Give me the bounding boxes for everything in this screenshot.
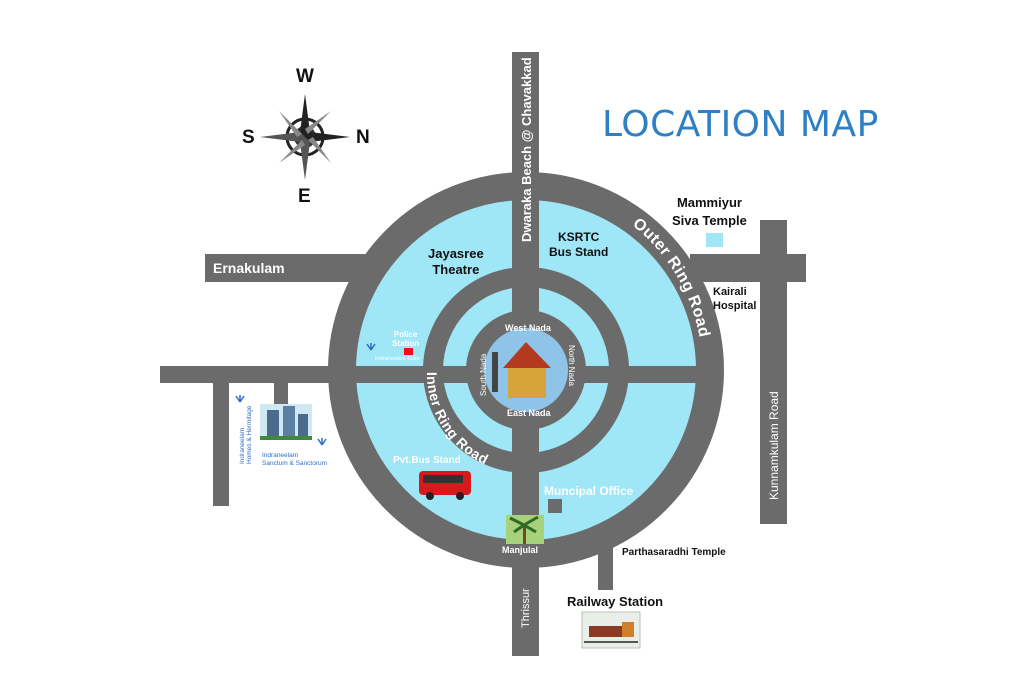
police-line1: Police (393, 330, 418, 339)
homes-label-line1: Indraneelam (239, 428, 246, 464)
ksrtc-line2: Bus Stand (549, 245, 609, 259)
compass-east-letter: E (298, 186, 311, 207)
east-nada-label: East Nada (507, 408, 551, 418)
police-station-marker (404, 348, 413, 355)
parthasaradhi-label: Parthasaradhi Temple (622, 547, 726, 558)
kairali-label: Kairali Hospital (713, 285, 756, 313)
homes-branch-road (213, 383, 229, 506)
compass-rose-icon (260, 94, 350, 180)
muncipal-office-marker (548, 499, 562, 513)
indraneelam-sanctum-logo-icon (317, 438, 327, 446)
mammiyur-marker (706, 233, 723, 247)
west-nada-label: West Nada (505, 323, 551, 333)
east-road-label: Kunnamkulam Road (767, 391, 781, 500)
ernakulam-label: Ernakulam (213, 260, 285, 276)
north-road-label: Dwaraka Beach @ Chavakkad (519, 57, 534, 242)
indraneelam-homes-logo-icon (235, 395, 245, 403)
mammiyur-line1: Mammiyur (676, 195, 742, 210)
jayasree-line1: Jayasree (428, 246, 484, 261)
ksrtc-line1: KSRTC (558, 230, 600, 244)
temple-pillar (492, 352, 498, 392)
compass-west-letter: W (296, 66, 314, 87)
mammiyur-road (690, 254, 806, 282)
homes-label-line2: Homes & Hermitage (246, 405, 253, 464)
sanctum-buildings-image (260, 404, 312, 440)
sanctum-branch-road (274, 383, 288, 405)
temple-body (508, 368, 546, 398)
temple-roof (503, 342, 551, 368)
south-nada-label: South Nada (479, 353, 488, 396)
ksrtc-label: KSRTC Bus Stand (549, 230, 608, 260)
muncipal-office-label: Muncipal Office (544, 484, 634, 498)
mammiyur-line2: Siva Temple (672, 213, 747, 228)
indraneelam-suite-logo-icon (366, 343, 376, 351)
train-image (581, 611, 641, 649)
railway-station-label: Railway Station (567, 594, 664, 609)
west-road (160, 366, 370, 383)
kairali-line2: Hospital (713, 300, 757, 312)
indraneelam-suite-label: Indraneelam Suite (375, 356, 420, 362)
manjulal-label: Manjulal (502, 545, 539, 555)
sanctum-label: Indraneelam Sanctum & Sanctorum (262, 452, 327, 468)
kunnamkulam-road-bar (760, 220, 787, 524)
kairali-line1: Kairali (713, 286, 747, 298)
bus-icon (419, 471, 471, 500)
police-station-label: Police Station (392, 330, 419, 348)
jayasree-line2: Theatre (432, 262, 480, 277)
north-nada-label: North Nada (567, 345, 576, 386)
sanctum-line2: Sanctum & Sanctorum (262, 460, 328, 467)
manjulal-palm-image (506, 515, 544, 544)
sanctum-line1: Indraneelam (262, 452, 299, 459)
south-road-label: Thrissur (520, 588, 532, 628)
compass-south-letter: S (242, 127, 255, 148)
compass-north-letter: N (356, 127, 370, 148)
jayasree-theatre-label: Jayasree Theatre (428, 246, 484, 278)
mammiyur-label: Mammiyur Siva Temple (672, 194, 747, 230)
page-title: LOCATION MAP (602, 104, 879, 145)
police-line2: Station (392, 339, 420, 348)
pvt-bus-stand-label: Pvt.Bus Stand (393, 455, 461, 466)
